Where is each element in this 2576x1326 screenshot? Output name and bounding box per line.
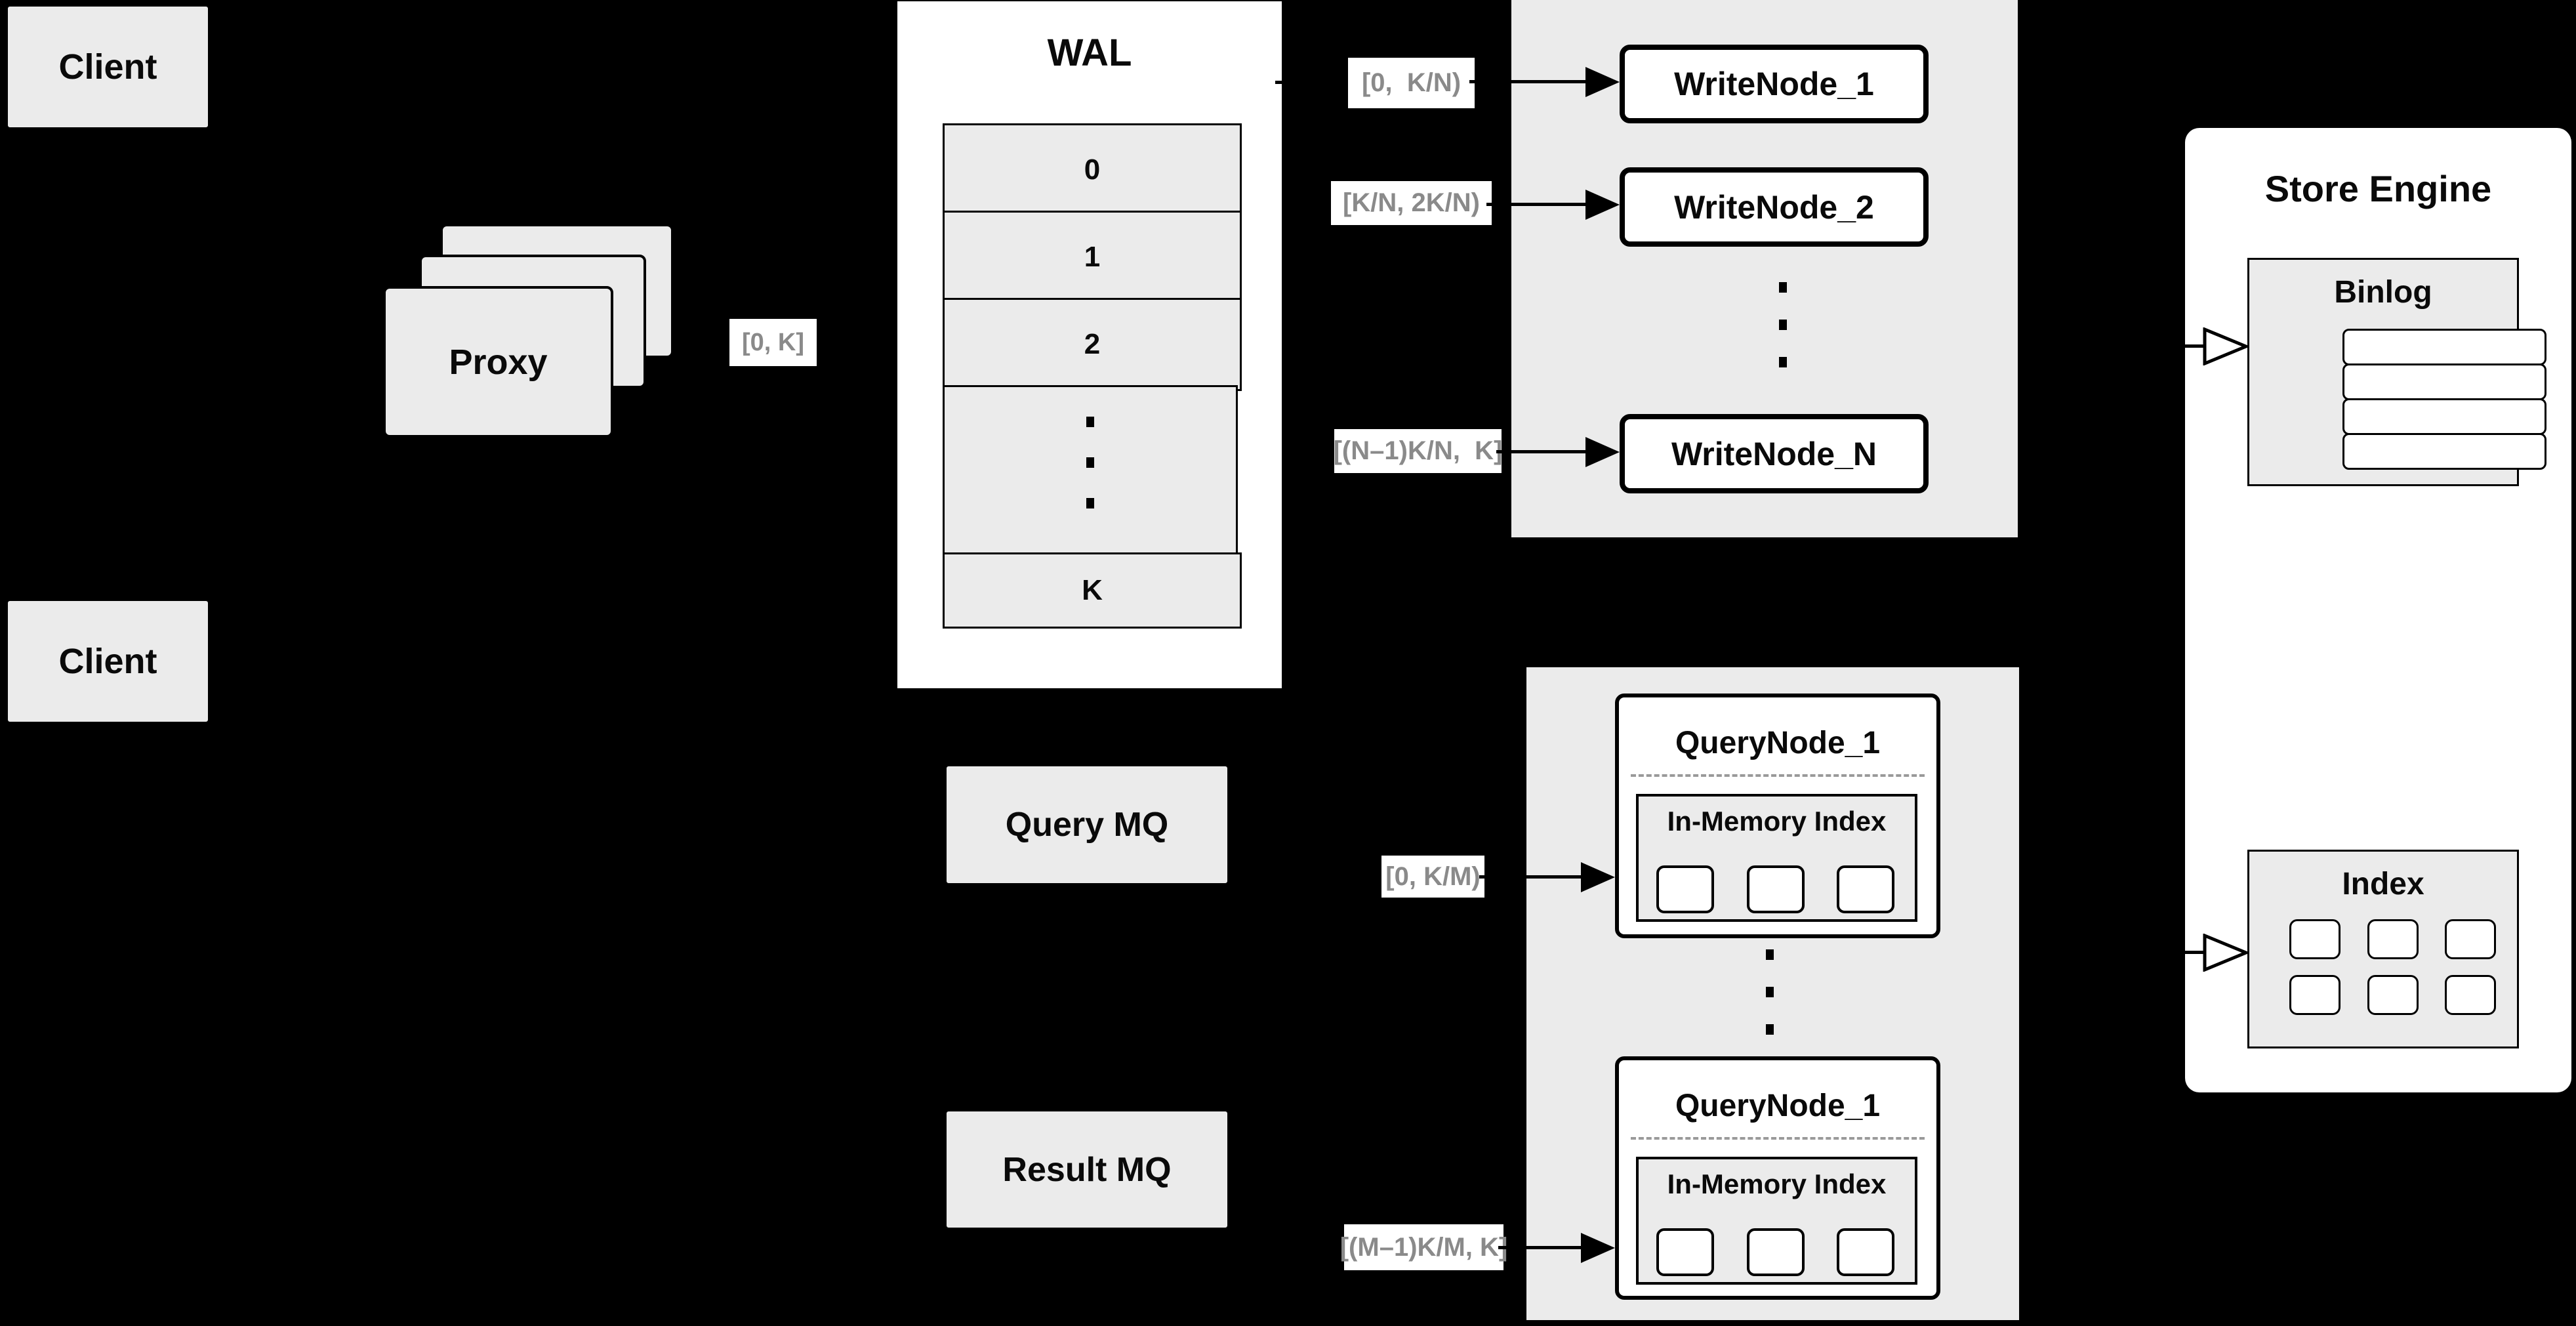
ellipsis-dot [1779, 357, 1787, 367]
query-node-top: QueryNode_1 In-Memory Index [1615, 694, 1940, 938]
index-cell [1837, 1228, 1894, 1276]
index-cell [2367, 919, 2419, 959]
arrow-line [2158, 951, 2211, 954]
ellipsis-dot [1086, 498, 1094, 508]
client-box-top: Client [6, 5, 210, 129]
client-label: Client [58, 47, 157, 87]
query-node-bottom: QueryNode_1 In-Memory Index [1615, 1056, 1940, 1300]
index-cell [2367, 975, 2419, 1015]
index-cell [2445, 975, 2496, 1015]
dashed-divider [1631, 1137, 1925, 1140]
arrow-line [1498, 1246, 1581, 1249]
wal-segment-2: 2 [943, 298, 1242, 391]
ellipsis-dot [1766, 949, 1774, 960]
ellipsis-dot [1086, 457, 1094, 468]
binlog-title: Binlog [2334, 275, 2432, 310]
in-memory-index-box: In-Memory Index [1636, 1157, 1917, 1285]
store-engine-panel: Store Engine Binlog Index [2185, 128, 2571, 1092]
arrow-head [1585, 67, 1620, 97]
query-node-title: QueryNode_1 [1675, 726, 1881, 760]
binlog-row [2342, 433, 2546, 470]
write-node-1: WriteNode_1 [1620, 45, 1929, 123]
wal-segment-1: 1 [943, 211, 1242, 304]
in-memory-index-title: In-Memory Index [1667, 806, 1887, 837]
wal-segment-k: K [943, 552, 1242, 629]
write-node-2: WriteNode_2 [1620, 167, 1929, 247]
arrow-line [1496, 450, 1585, 453]
arrow-head [1585, 437, 1620, 467]
client-box-bottom: Client [6, 599, 210, 724]
dashed-divider [1631, 774, 1925, 777]
query-mq-label: Query MQ [1005, 806, 1169, 844]
result-mq-box: Result MQ [945, 1109, 1229, 1230]
write-node-ellipsis [1779, 282, 1787, 367]
in-memory-index-box: In-Memory Index [1636, 794, 1917, 922]
query-node-title: QueryNode_1 [1675, 1088, 1881, 1123]
index-cell [1656, 1228, 1714, 1276]
ellipsis-dot [1766, 1024, 1774, 1035]
range-label-write-2: [K/N, 2K/N) [1331, 181, 1492, 225]
wal-panel: WAL 0 1 2 K [897, 1, 1282, 688]
index-cell [1656, 865, 1714, 913]
wal-segment-ellipsis [943, 385, 1238, 554]
binlog-row [2342, 398, 2546, 435]
wal-title: WAL [1047, 31, 1132, 74]
binlog-box: Binlog [2247, 258, 2546, 486]
range-label-write-1: [0, K/N) [1348, 58, 1475, 108]
wal-out-connector [1275, 81, 1349, 84]
store-engine-title: Store Engine [2264, 168, 2492, 209]
wal-segment-0: 0 [943, 123, 1242, 217]
proxy-label: Proxy [449, 342, 548, 382]
arrow-head [1581, 1233, 1615, 1263]
index-cell [2289, 919, 2341, 959]
range-label-proxy-out: [0, K] [729, 319, 817, 366]
client-label: Client [58, 642, 157, 681]
index-box: Index [2247, 850, 2519, 1048]
query-mq-box: Query MQ [945, 764, 1229, 885]
arrow-line [1486, 203, 1585, 206]
ellipsis-dot [1766, 987, 1774, 997]
index-cell [1747, 865, 1805, 913]
range-label-query-1: [0, K/M) [1381, 856, 1484, 898]
query-node-ellipsis [1766, 949, 1774, 1035]
arrow-head [1585, 190, 1620, 220]
binlog-row [2342, 329, 2546, 365]
hollow-arrow-head [2203, 934, 2249, 972]
arrow-line [1469, 80, 1585, 83]
index-cell [1837, 865, 1894, 913]
ellipsis-dot [1779, 320, 1787, 330]
index-cell [2289, 975, 2341, 1015]
index-cell [2445, 919, 2496, 959]
proxy-box-front: Proxy [383, 286, 613, 438]
index-cell [1747, 1228, 1805, 1276]
range-label-write-n: [(N–1)K/N, K] [1334, 429, 1502, 473]
range-label-query-m: [(M–1)K/M, K] [1340, 1224, 1507, 1270]
index-title: Index [2342, 867, 2424, 901]
ellipsis-dot [1779, 282, 1787, 293]
ellipsis-dot [1086, 417, 1094, 427]
query-node-panel: QueryNode_1 In-Memory Index QueryNode_1 … [1526, 667, 2019, 1320]
write-node-n: WriteNode_N [1620, 414, 1929, 493]
arrow-line [1479, 875, 1581, 879]
in-memory-index-title: In-Memory Index [1667, 1169, 1887, 1199]
binlog-row [2342, 363, 2546, 400]
arrow-head [1581, 862, 1615, 892]
result-mq-label: Result MQ [1002, 1150, 1172, 1189]
arrow-line [2158, 344, 2211, 348]
hollow-arrow-head [2203, 327, 2249, 365]
